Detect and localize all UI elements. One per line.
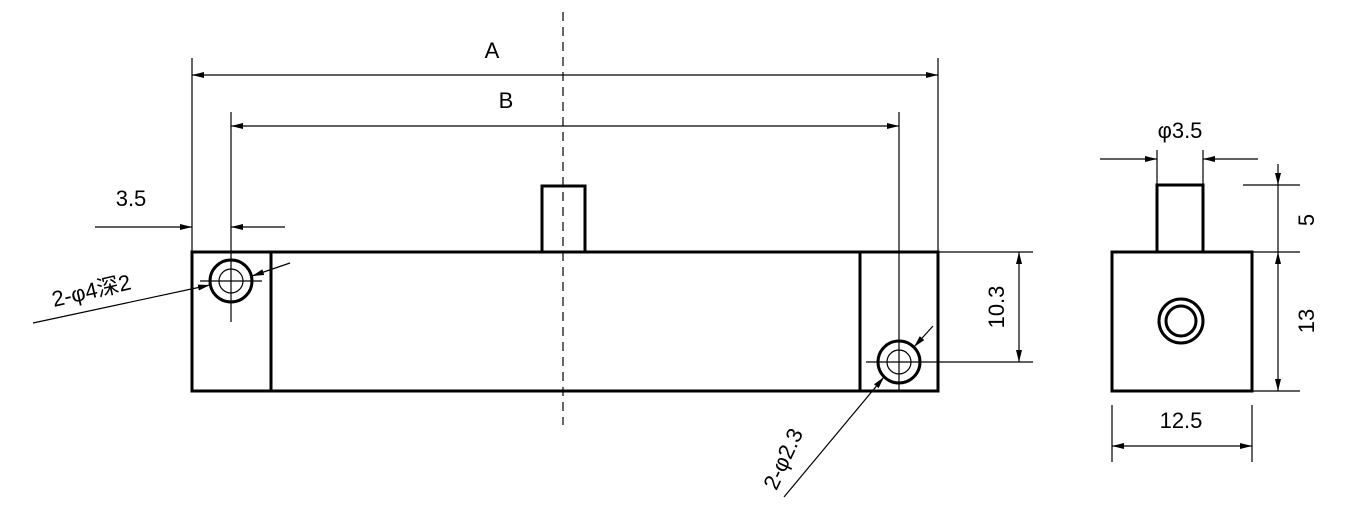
- side-shaft: [1155, 183, 1205, 254]
- dimension-edge-offset: 3.5: [95, 186, 285, 230]
- dimension-shaft-diameter: φ3.5: [1100, 118, 1258, 185]
- dimension-body-width-label: 12.5: [1160, 408, 1203, 433]
- dimension-hole-height-label: 10.3: [984, 286, 1009, 329]
- dimension-shaft-height-label: 5: [1294, 214, 1319, 226]
- dimension-b-label: B: [499, 88, 514, 113]
- leader-through-hole: 2-φ2.3: [758, 325, 934, 498]
- dimension-body-height-label: 13: [1294, 309, 1319, 333]
- dimension-body-height: 13: [1252, 251, 1319, 392]
- dimension-body-width: 12.5: [1111, 405, 1253, 462]
- dimension-shaft-diameter-label: φ3.5: [1158, 118, 1203, 143]
- note-through-hole: 2-φ2.3: [758, 424, 808, 493]
- dimension-hole-height: 10.3: [938, 251, 1033, 362]
- side-body-outline: [1110, 250, 1254, 393]
- front-body-outline: [190, 250, 940, 393]
- front-view: A B 3.5 2-φ4深2 2-φ2.3: [32, 12, 1033, 498]
- side-view: φ3.5 5 13 12.5: [1100, 118, 1319, 462]
- dimension-a: A: [191, 38, 939, 252]
- dimension-edge-offset-label: 3.5: [116, 186, 147, 211]
- side-hole: [1157, 297, 1205, 345]
- note-counterbore: 2-φ4深2: [49, 269, 133, 311]
- through-hole-right: [866, 112, 1033, 391]
- dimension-b: B: [230, 88, 899, 240]
- dimension-shaft-height: 5: [1243, 164, 1319, 252]
- counterbore-hole-left: [200, 240, 262, 322]
- dimension-a-label: A: [485, 38, 500, 63]
